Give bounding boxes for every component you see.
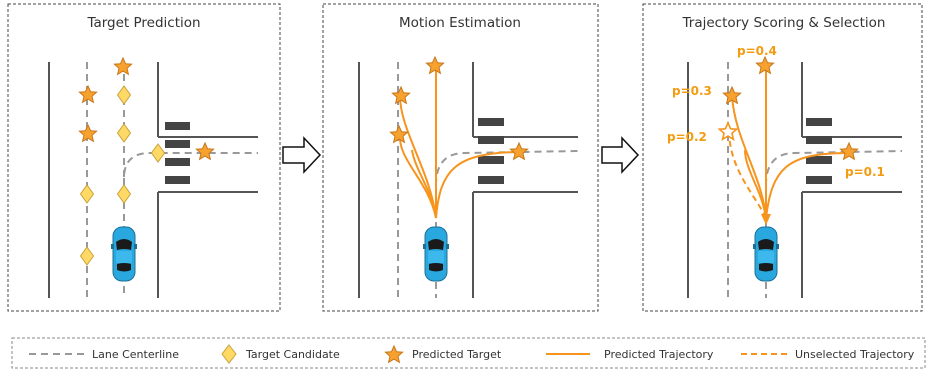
- selected-trajectories: [731, 66, 849, 219]
- legend-border: [11, 337, 926, 369]
- legend-label: Target Candidate: [245, 348, 340, 361]
- panel-motion-estimation: Motion Estimation: [322, 3, 599, 312]
- panel-title: Target Prediction: [86, 15, 200, 31]
- road-edges: [48, 61, 259, 299]
- hollow-right-arrow-icon: [601, 136, 640, 174]
- probability-label: p=0.2: [667, 130, 707, 144]
- star-icon: [509, 142, 529, 160]
- diamond-icon: [80, 184, 94, 204]
- legend-label: Unselected Trajectory: [795, 348, 915, 361]
- probability-label: p=0.3: [672, 84, 712, 98]
- panel-trajectory-scoring: Trajectory Scoring & Selection: [642, 3, 923, 312]
- panel-border: [642, 3, 923, 312]
- star-icon: [195, 142, 215, 160]
- panel-border: [7, 3, 281, 312]
- probability-label: p=0.1: [845, 165, 885, 179]
- legend-label: Predicted Trajectory: [604, 348, 714, 361]
- probability-label: p=0.4: [737, 44, 777, 58]
- legend-item-lane: Lane Centerline: [29, 348, 179, 361]
- panel-title: Motion Estimation: [399, 15, 521, 31]
- legend-label: Predicted Target: [412, 348, 502, 361]
- predicted-targets: [78, 57, 215, 160]
- star-icon: [384, 345, 404, 363]
- predicted-targets: [718, 56, 859, 160]
- star-outline-icon: [718, 122, 738, 141]
- diamond-icon: [80, 246, 94, 266]
- diamond-icon: [151, 143, 165, 163]
- diamond-icon: [117, 85, 131, 105]
- diamond-icon: [117, 184, 131, 204]
- unselected-trajectory: [728, 131, 767, 219]
- legend-item-candidate: Target Candidate: [221, 344, 340, 364]
- predicted-trajectories: [398, 66, 519, 219]
- car-icon: [422, 226, 450, 282]
- car-icon: [752, 226, 780, 282]
- legend-item-predicted-trajectory: Predicted Trajectory: [546, 348, 714, 361]
- legend: Lane Centerline Target Candidate Predict…: [11, 337, 926, 369]
- legend-item-unselected-trajectory: Unselected Trajectory: [741, 348, 915, 361]
- legend-item-predicted-target: Predicted Target: [384, 345, 502, 363]
- car-icon: [110, 226, 138, 282]
- panel-title: Trajectory Scoring & Selection: [682, 15, 886, 31]
- panel-target-prediction: Target Prediction: [7, 3, 281, 312]
- hollow-right-arrow-icon: [282, 136, 322, 174]
- diamond-icon: [221, 344, 237, 364]
- legend-label: Lane Centerline: [92, 348, 179, 361]
- star-icon: [113, 57, 133, 75]
- star-icon: [839, 142, 859, 160]
- trajectory-arrowheads: [761, 214, 771, 225]
- diamond-icon: [117, 123, 131, 143]
- predicted-targets: [389, 56, 529, 160]
- panel-border: [322, 3, 599, 312]
